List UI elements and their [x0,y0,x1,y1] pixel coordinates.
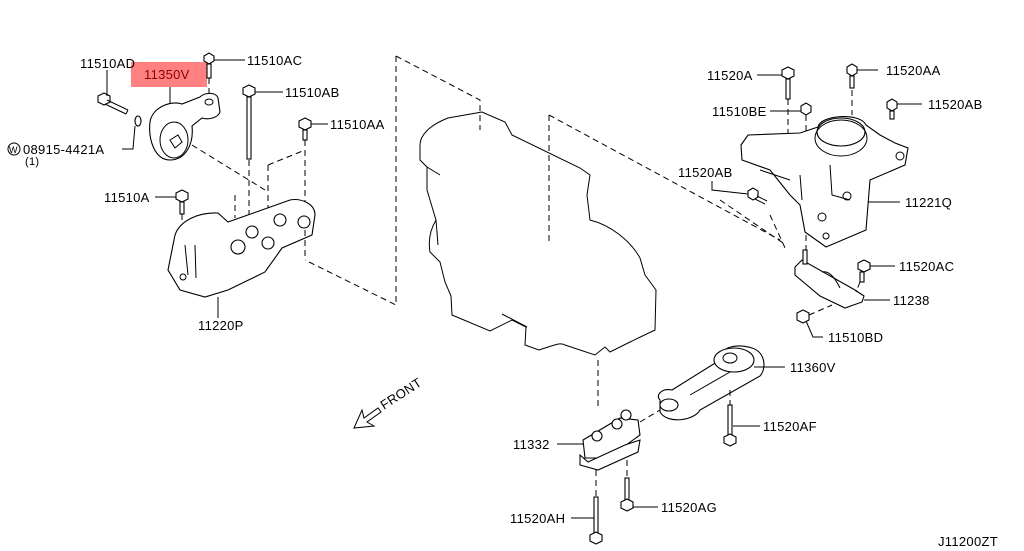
callout-11520AB-left[interactable]: 11520AB [678,165,733,180]
leader-lines [106,59,922,519]
callout-11520AC[interactable]: 11520AC [899,259,954,274]
callout-11510AC[interactable]: 11510AC [247,53,302,68]
bolt-11510AB-icon [242,84,256,160]
callout-11238[interactable]: 11238 [893,293,930,308]
torque-rod-11360V-icon [657,345,765,421]
bolt-11510AD-icon [97,92,129,115]
callout-11520AG[interactable]: 11520AG [661,500,717,515]
callout-11520AH[interactable]: 11520AH [510,511,565,526]
engine-mount-11350V-icon [149,92,221,161]
engine-outline-icon [419,111,657,356]
quantity: (1) [25,156,39,168]
bolt-11520AH-icon [589,496,603,545]
callout-11510A[interactable]: 11510A [104,190,150,205]
bolt-11520AG-icon [620,477,634,512]
callout-11220P[interactable]: 11220P [198,318,244,333]
highlight-box [131,62,207,87]
callout-08915-4421A[interactable]: W 08915-4421A (1) [7,142,104,168]
callout-11520A[interactable]: 11520A [707,68,753,83]
nut-11510BE-icon [800,102,812,116]
callout-11510BD[interactable]: 11510BD [828,330,883,345]
callout-11221Q[interactable]: 11221Q [905,195,952,210]
callout-11510AB[interactable]: 11510AB [285,85,340,100]
bracket-11238-icon [794,249,865,309]
bolt-11520AF-icon [723,404,737,447]
bracket-11220P-icon [167,199,316,298]
bolt-11520AB-left-icon [747,187,768,205]
washer-icon [134,115,142,127]
engine-mount-11221Q-icon [740,115,909,248]
callout-11332[interactable]: 11332 [513,437,550,452]
bolt-11520AA-icon [846,63,858,89]
callout-11350V[interactable]: 11350V [144,67,190,82]
bolt-11510A-icon [175,189,189,215]
bolt-11510AA-icon [298,117,312,141]
callout-11520AB-top[interactable]: 11520AB [928,97,983,112]
callout-11510AD[interactable]: 11510AD [80,56,135,71]
bolt-11520AB-top-icon [886,98,898,120]
bolt-11520AC-icon [857,259,871,283]
part-number: 08915-4421A [23,142,104,157]
front-arrow-icon [353,407,382,429]
callout-11520AF[interactable]: 11520AF [763,419,817,434]
callout-11510AA[interactable]: 11510AA [330,117,385,132]
callout-11360V[interactable]: 11360V [790,360,836,375]
callout-11510BE[interactable]: 11510BE [712,104,767,119]
bracket-11332-icon [579,409,641,471]
bolt-11520A-icon [781,66,795,100]
front-label: FRONT [377,375,424,413]
callout-11520AA[interactable]: 11520AA [886,63,941,78]
nut-11510BD-icon [796,309,810,324]
diagram-code: J11200ZT [938,534,998,549]
washer-symbol-icon [7,142,21,156]
washer-symbol: W [9,145,18,155]
